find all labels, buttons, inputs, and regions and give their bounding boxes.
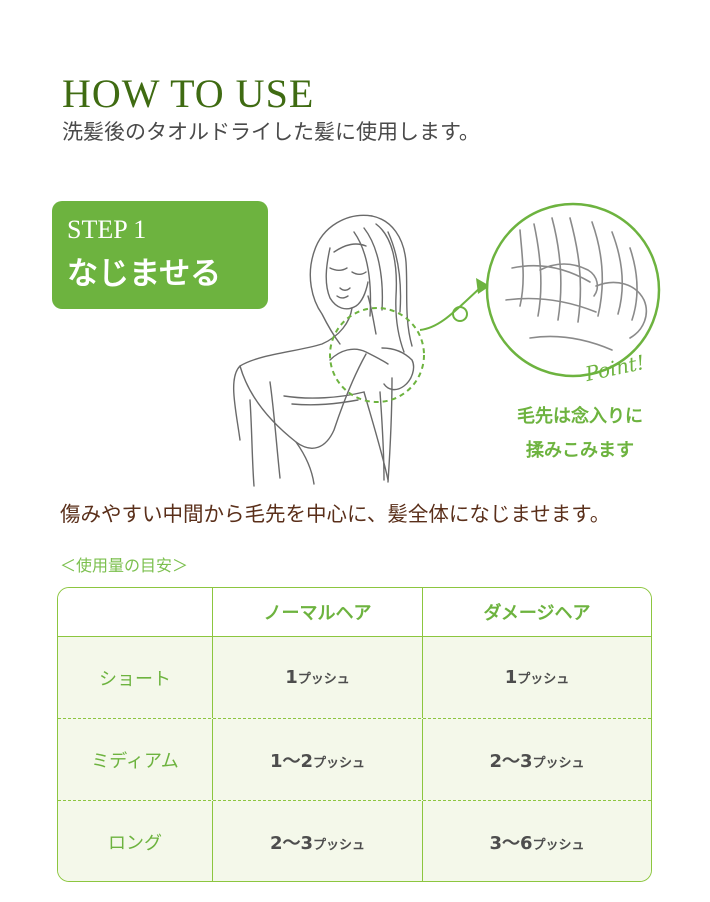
usage-table: ノーマルヘア ダメージヘア ショート 1プッシュ 1プッシュ ミディアム 1〜2… [57,587,652,882]
table-header-row: ノーマルヘア ダメージヘア [58,588,651,637]
header-normal-label: ノーマルヘア [263,603,372,624]
usage-description: 傷みやすい中間から毛先を中心に、髪全体になじませます。 [60,502,611,526]
table-row: ショート 1プッシュ 1プッシュ [58,637,651,719]
row-label: ミディアム [91,750,179,772]
amount-value: 2〜3プッシュ [489,750,585,772]
amount-value: 2〜3プッシュ [269,832,366,854]
row-label: ショート [99,668,171,690]
table-row: ロング 2〜3プッシュ 3〜6プッシュ [58,801,651,881]
table-row: ミディアム 1〜2プッシュ 2〜3プッシュ [58,719,651,801]
row-label-cell: ロング [58,801,213,881]
table-header-damage: ダメージヘア [423,588,651,636]
row-label: ロング [108,832,162,854]
point-note: 毛先は念入りに 揉みこみます [490,400,670,468]
normal-amount-cell: 2〜3プッシュ [213,801,423,881]
normal-amount-cell: 1〜2プッシュ [213,719,423,800]
amount-value: 3〜6プッシュ [489,832,585,854]
amount-value: 1〜2プッシュ [269,750,366,772]
damage-amount-cell: 3〜6プッシュ [423,801,651,881]
usage-table-caption: ＜使用量の目安＞ [60,556,189,575]
hands-scrunching-hair-closeup [485,202,661,378]
point-note-line-1: 毛先は念入りに [517,406,643,427]
damage-amount-cell: 1プッシュ [423,637,651,718]
amount-value: 1プッシュ [285,667,350,688]
step-badge: STEP 1 なじませる [52,201,268,309]
table-header-normal: ノーマルヘア [213,588,423,636]
normal-amount-cell: 1プッシュ [213,637,423,718]
row-label-cell: ミディアム [58,719,213,800]
amount-value: 1プッシュ [504,667,570,688]
point-note-line-2: 揉みこみます [526,440,634,461]
page-subtitle: 洗髪後のタオルドライした髪に使用します。 [62,120,480,144]
header-damage-label: ダメージヘア [483,603,591,624]
table-header-empty [58,588,213,636]
woman-applying-hair-product-illustration [233,202,661,487]
step-title: なじませる [67,256,222,292]
step-number: STEP 1 [67,215,147,244]
row-label-cell: ショート [58,637,213,718]
damage-amount-cell: 2〜3プッシュ [423,719,651,800]
page-title: HOW TO USE [62,71,315,116]
